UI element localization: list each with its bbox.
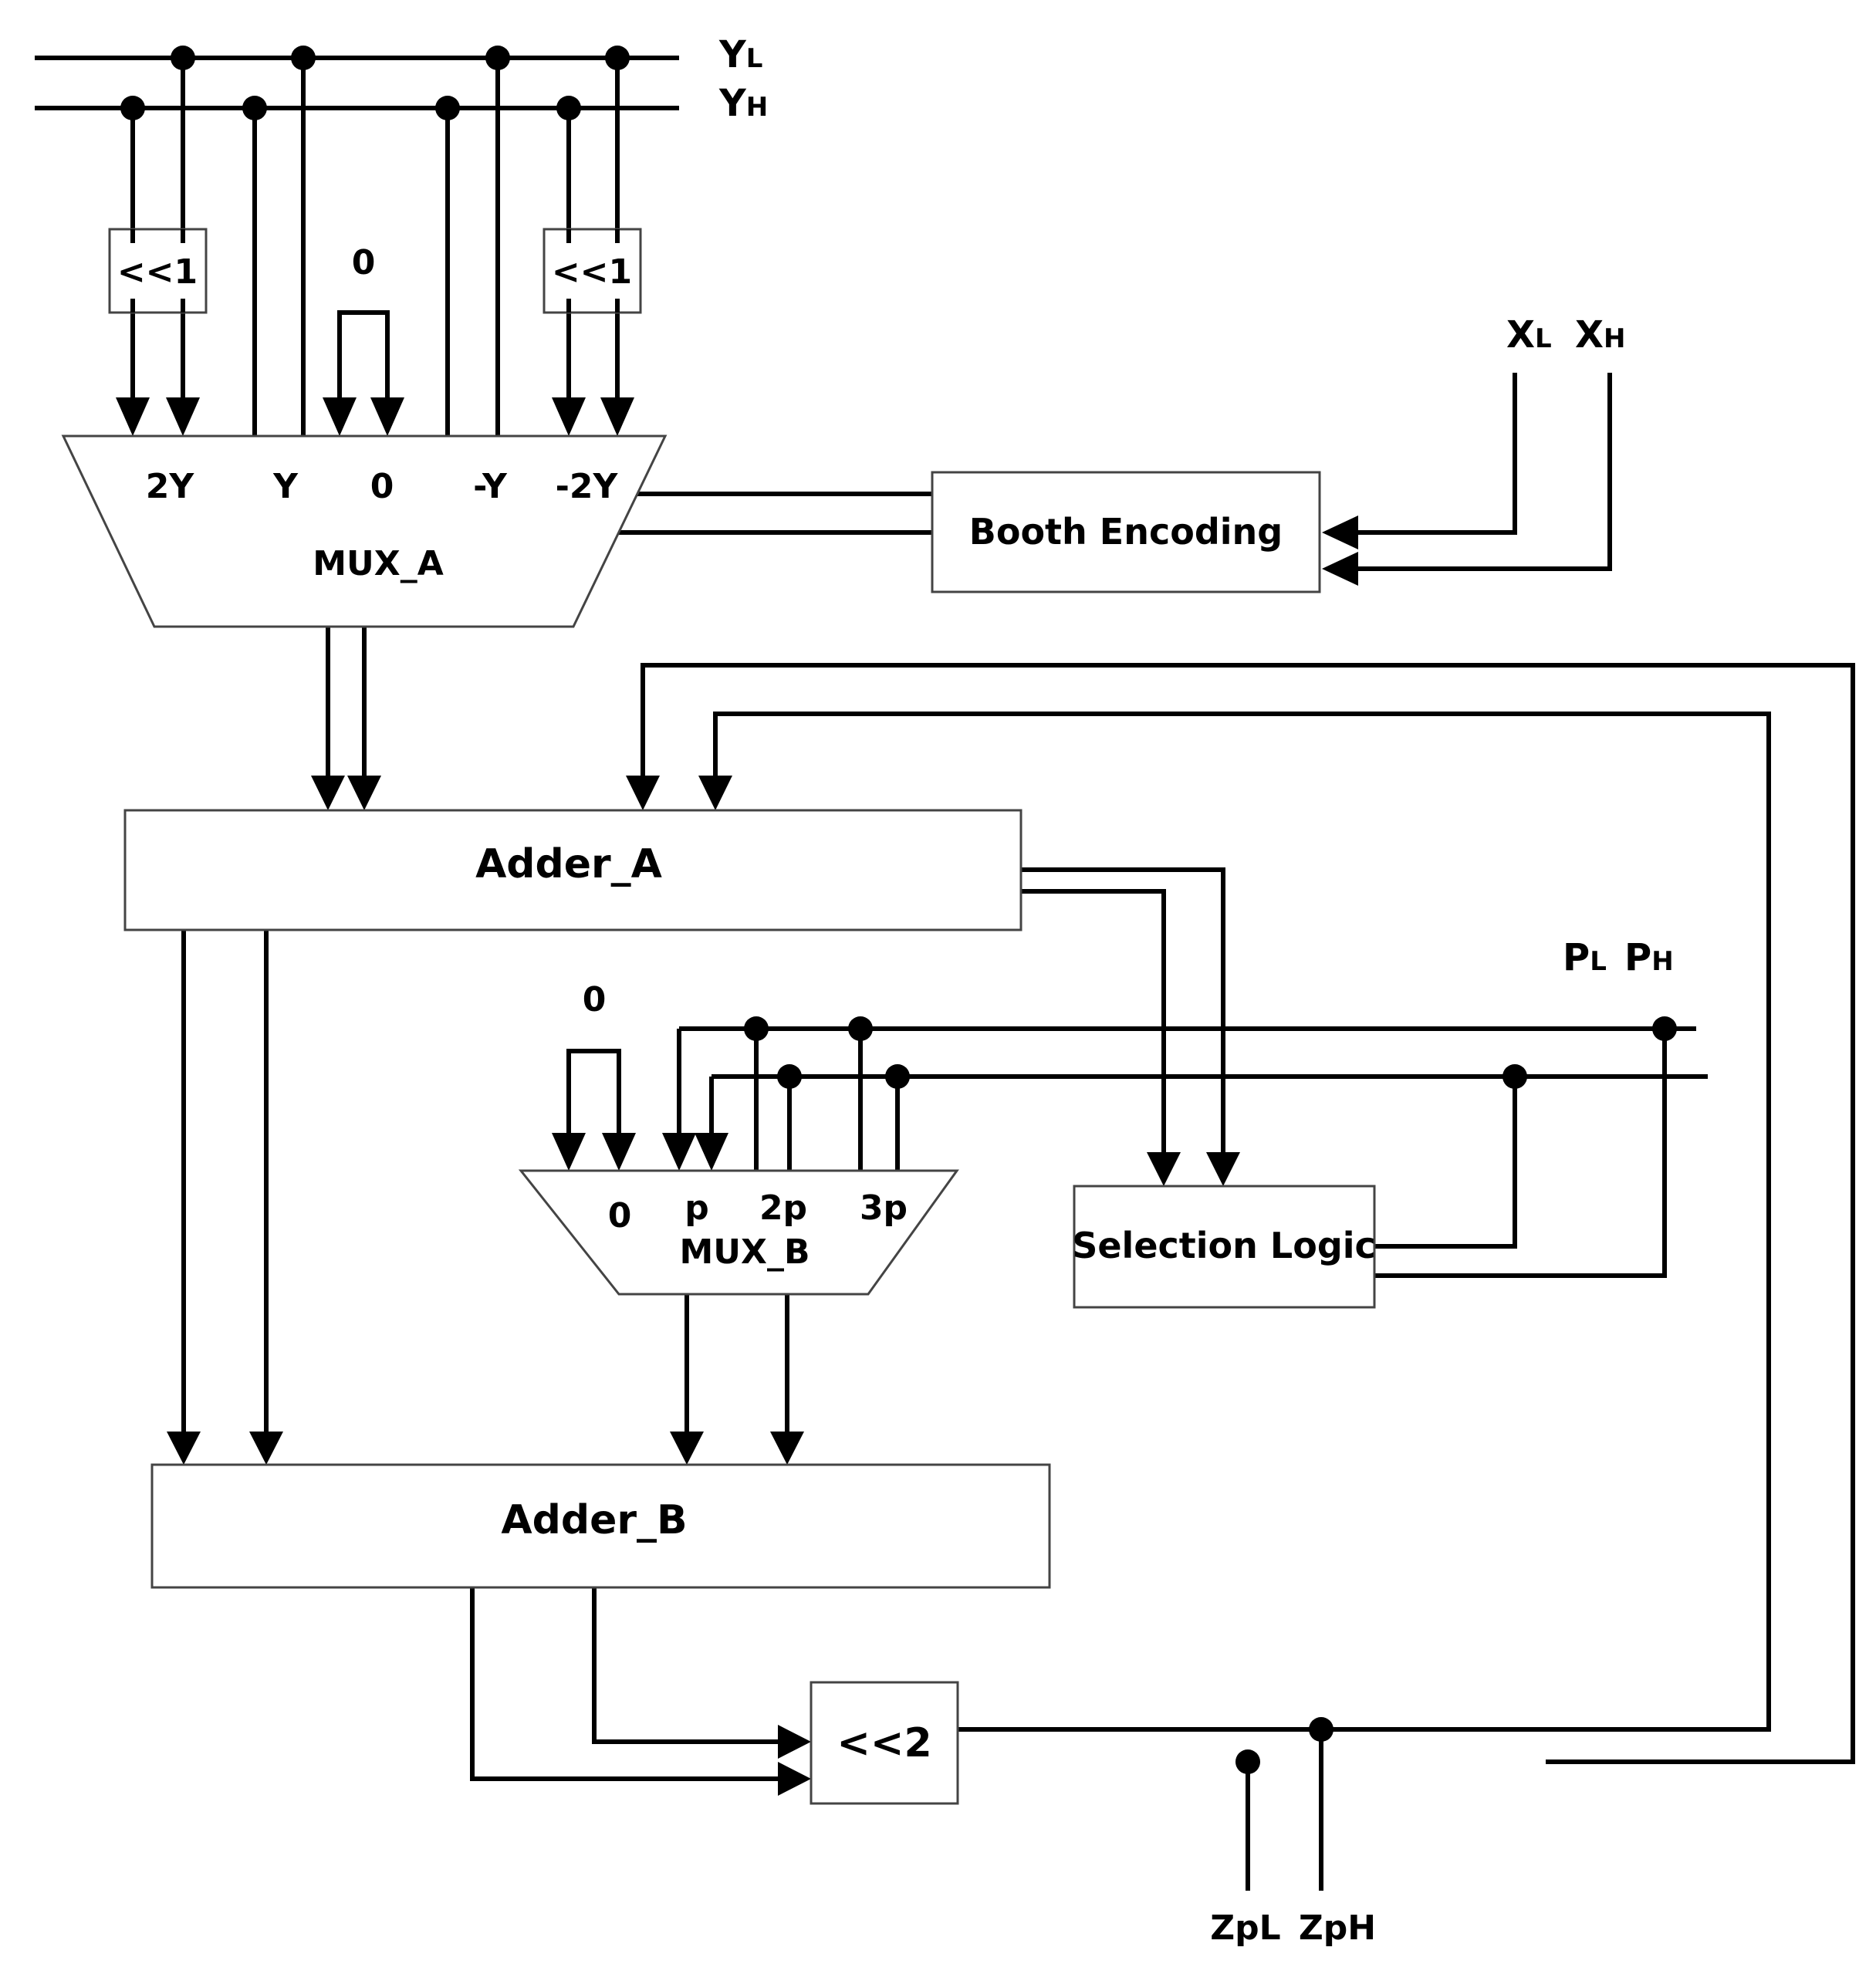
arrow-adder-a-out-2 [249,1432,283,1465]
arrow-adder-a-out-1 [167,1432,201,1465]
arrow-2y-low [166,397,200,436]
zero-constant-label: 0 [583,980,607,1019]
junction-dot [556,96,581,120]
p-low-signal-label: PL [1563,936,1607,979]
junction-dot [120,96,145,120]
arrow-sel-in-2 [1206,1152,1240,1186]
zp-low-signal-label: ZpL [1210,1908,1280,1948]
arrow-neg-2y-low [600,397,634,436]
junction-dot [242,96,267,120]
arrow-mux-b-out-1 [670,1432,704,1465]
shift-left-1-block-left: <<1 [108,228,208,314]
selection-logic-label: Selection Logic [1072,1225,1376,1266]
mux-b-input-p: p [684,1188,709,1228]
y-high-signal-label: YH [718,82,768,125]
junction-dot [1652,1016,1677,1041]
arrow-shift2-in-2 [778,1762,811,1796]
shift-left-1-block-right: <<1 [543,228,642,314]
adder-a-label: Adder_A [475,841,662,887]
booth-encoding-block: Booth Encoding [931,471,1321,593]
wire-adder-b-out-1 [592,1587,778,1744]
arrow-shift2-in-1 [778,1725,811,1759]
arrow-mux-a-out-2 [347,776,381,810]
x-high-signal-label: XH [1575,313,1625,357]
mux-a-input-y: Y [272,467,299,506]
mux-a-label: MUX_A [313,544,444,583]
x-low-signal-label: XL [1506,313,1552,357]
adder-a-block: Adder_A [123,809,1023,931]
mux-a: 2Y Y 0 -Y -2Y MUX_A [61,434,668,628]
arrow-2y-high [116,397,150,436]
zero-constant-label: 0 [352,243,376,282]
shift-left-2-label: <<2 [837,1720,931,1766]
mux-b-label: MUX_B [680,1232,810,1272]
wire-feedback-inner [713,712,1771,1732]
booth-encoding-label: Booth Encoding [969,511,1283,553]
wire-adder-a-sel-1 [1021,867,1225,1152]
mux-b-input-zero: 0 [608,1196,632,1236]
arrow-sel-in-1 [1147,1152,1181,1186]
wires [35,56,1855,1891]
mux-a-input-zero: 0 [370,467,394,506]
mux-a-input-2y: 2Y [146,467,195,506]
arrow-zero-a-1 [323,397,357,436]
arrow-zero-b-1 [552,1133,586,1171]
arrow-p-high [695,1133,728,1171]
zp-high-signal-label: ZpH [1299,1908,1376,1948]
junction-dot [885,1064,910,1089]
junction-dots [120,46,1677,1774]
arrow-mux-b-out-2 [770,1432,804,1465]
wire-feedback-outer [641,663,1855,1764]
adder-b-block: Adder_B [150,1463,1051,1589]
junction-dot [1309,1717,1333,1742]
shift-left-2-block: <<2 [810,1681,959,1805]
mux-a-input-neg-2y: -2Y [556,467,619,506]
wire-zero-b [566,1049,621,1133]
junction-dot [291,46,316,70]
p-high-signal-label: PH [1624,936,1674,979]
adder-b-label: Adder_B [501,1497,687,1543]
arrowheads [116,397,1358,1796]
arrow-feedback-inner [698,776,732,810]
selection-logic-block: Selection Logic [1072,1185,1376,1309]
arrow-x-low [1322,516,1358,549]
junction-dot [435,96,460,120]
arrow-zero-b-2 [602,1133,636,1171]
arrow-feedback-outer [626,776,660,810]
wire-x-high [1350,373,1612,571]
y-low-signal-label: YL [718,33,762,76]
junction-dot [848,1016,873,1041]
mux-b-input-2p: 2p [759,1188,807,1228]
junction-dot [1502,1064,1527,1089]
junction-dot [171,46,195,70]
shift-left-1-label: <<1 [117,252,198,292]
arrow-neg-2y-high [552,397,586,436]
junction-dot [777,1064,802,1089]
arrow-zero-a-2 [370,397,404,436]
mux-a-input-neg-y: -Y [473,467,508,506]
wire-adder-a-sel-2 [1021,889,1166,1152]
wire-adder-b-out-2 [470,1587,778,1781]
arrow-p-low [662,1133,696,1171]
junction-dot [605,46,630,70]
wire-sel-to-p-high [1374,1077,1517,1249]
junction-dot [485,46,510,70]
wire-zero-a [337,310,390,397]
mux-b: 0 p 2p 3p MUX_B [518,1169,959,1296]
shift-left-1-label: <<1 [552,252,632,292]
wire-x-low [1350,373,1517,535]
junction-dot [744,1016,769,1041]
arrow-x-high [1322,552,1358,586]
junction-dot [1235,1749,1260,1774]
wire-sel-to-p-low [1374,1029,1667,1278]
mux-b-input-3p: 3p [860,1188,908,1228]
arrow-mux-a-out-1 [311,776,345,810]
